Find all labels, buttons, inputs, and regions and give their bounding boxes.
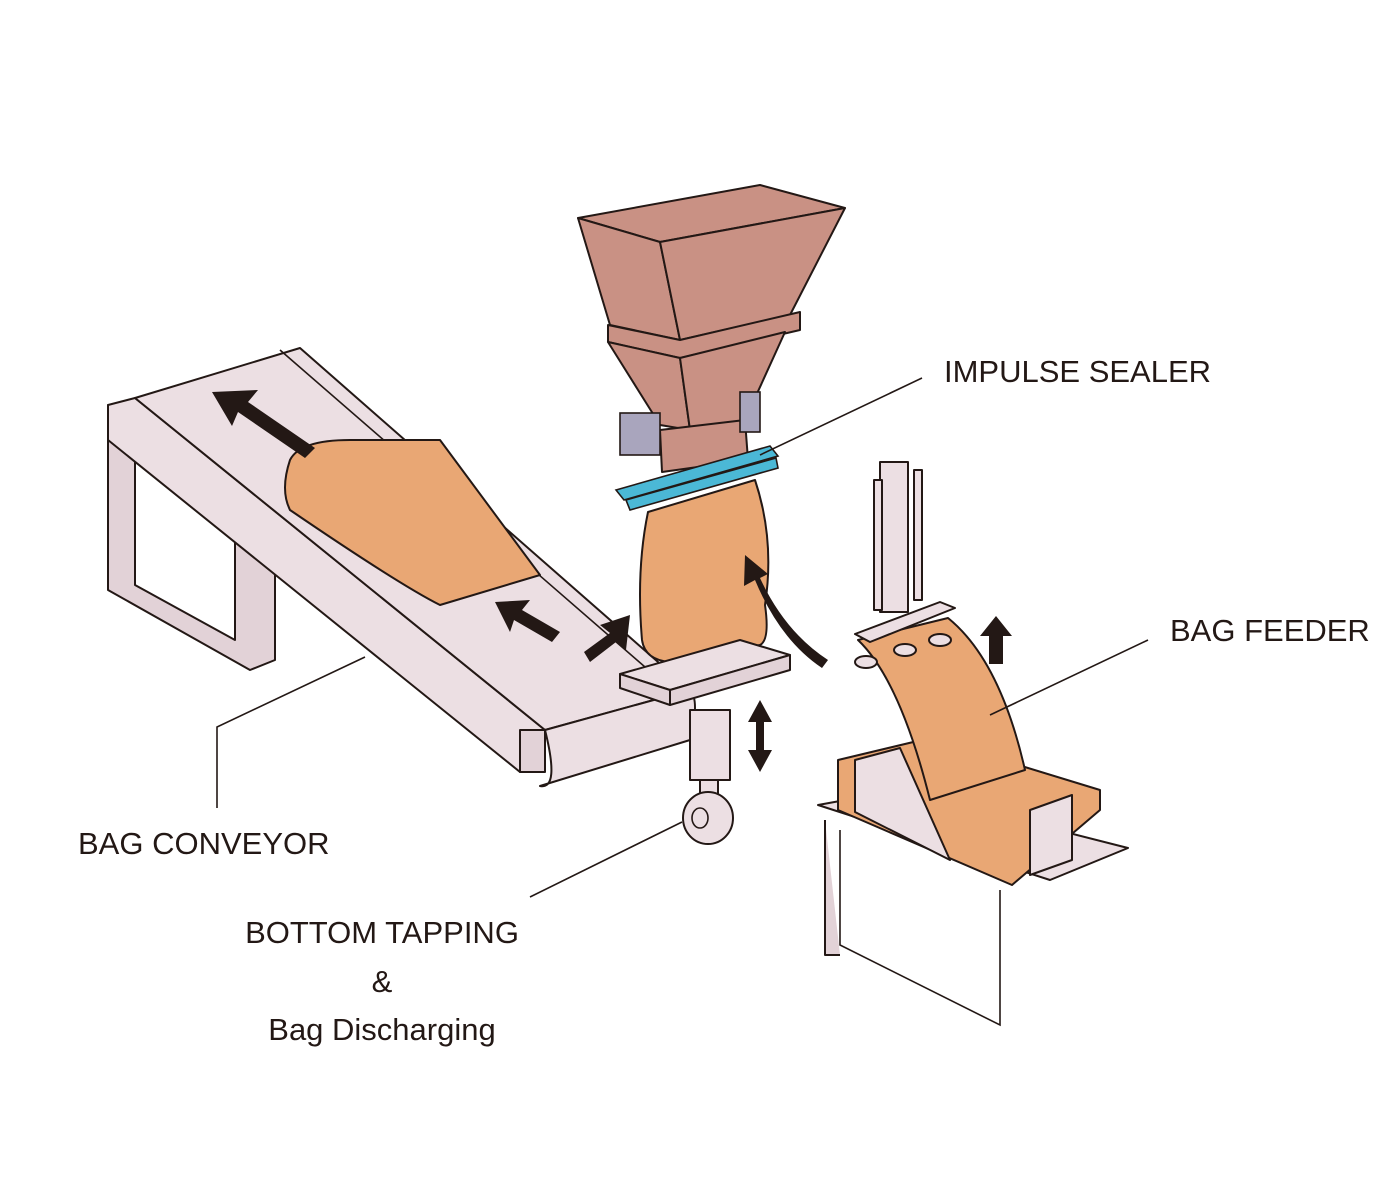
suction-cup [928,633,952,647]
feeder-table-frame [839,830,1001,1027]
label-ampersand: & [372,964,393,999]
label-bottom-tapping: BOTTOM TAPPING [245,915,519,950]
leader-bag-conveyor [216,656,366,808]
sealer-bar-front [624,456,779,511]
leader-bottom-tapping [529,821,683,898]
conveyor-direction-arrow [212,390,315,458]
feeder-guide-right [1029,794,1073,876]
bag-on-conveyor [284,439,541,606]
feeder-table-leg [824,820,840,956]
bag-feed-arrow [744,555,828,668]
label-impulse-sealer: IMPULSE SEALER [944,354,1211,389]
label-bag-conveyor: BAG CONVEYOR [78,826,330,861]
sealer-actuator-right [739,391,761,433]
suction-cup [854,655,878,669]
suction-bar [854,601,956,643]
leader-bag-feeder [989,639,1149,716]
bottom-tapping-unit [619,639,791,845]
tapping-wheel-hub [691,807,709,829]
up-down-arrow [748,700,772,772]
feeder-guide-rod [873,479,883,611]
bag-feeder [817,461,1129,1027]
bag-move-arrow [495,600,560,642]
tapping-cylinder [689,709,731,781]
sealer-bar-back [614,445,780,501]
lift-arrow [980,616,1012,664]
impulse-sealer [614,391,780,511]
bag-being-picked [857,617,1026,801]
feeder-cylinder [879,461,909,613]
bag-transfer-arrow [584,615,630,662]
conveyor-end [519,729,546,773]
label-bag-discharging: Bag Discharging [268,1012,495,1047]
feeder-guide-rod [913,469,923,601]
feeder-guide-left [854,747,951,861]
sealer-actuator-left [619,412,661,456]
suction-cup [893,643,917,657]
tapping-plate-front [669,654,791,706]
leader-impulse-sealer [759,377,923,456]
hopper [577,184,846,473]
label-bag-feeder: BAG FEEDER [1170,613,1370,648]
bag-conveyor [107,347,696,788]
